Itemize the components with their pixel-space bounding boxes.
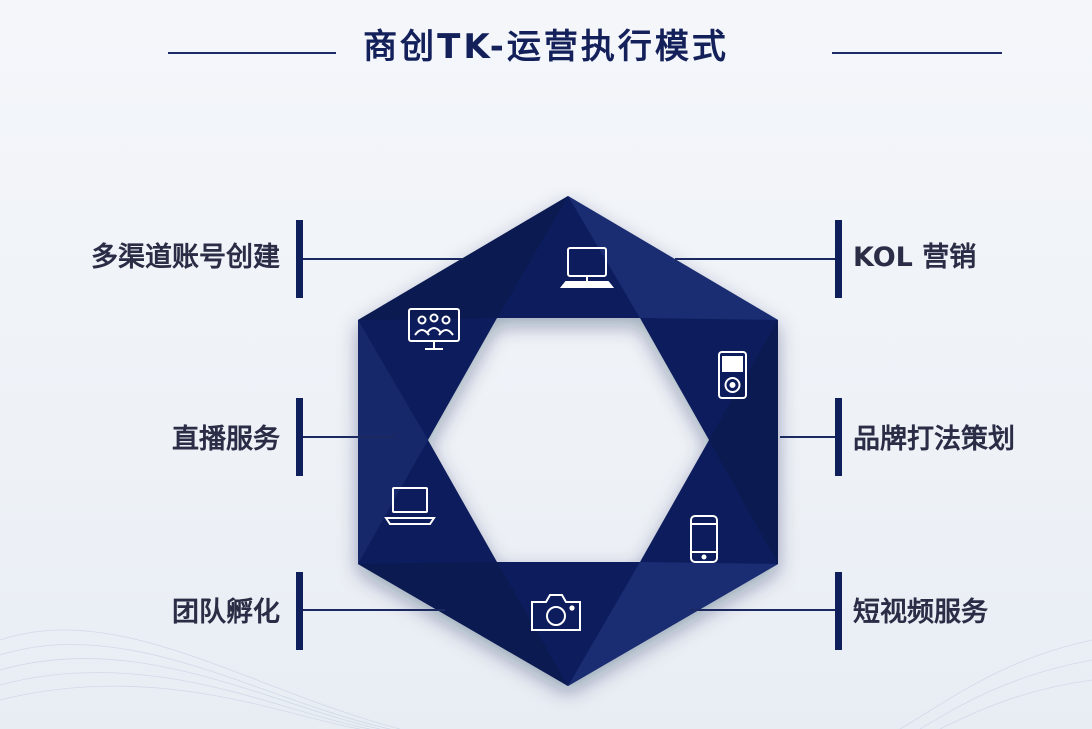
connector-left-1 (303, 258, 463, 260)
bar-left-3 (296, 572, 303, 650)
hexagon-facets (358, 196, 778, 686)
title-line-left (168, 52, 336, 54)
label-brand-strategy: 品牌打法策划 (853, 424, 1015, 455)
connector-left-2 (303, 436, 395, 438)
bar-left-1 (296, 220, 303, 298)
connector-left-3 (303, 609, 445, 611)
monitor-icon (559, 247, 615, 288)
connector-right-3 (690, 609, 835, 611)
laptop-icon (384, 487, 436, 525)
bar-right-2 (835, 398, 842, 476)
label-live-streaming: 直播服务 (172, 424, 280, 455)
bar-right-3 (835, 572, 842, 650)
ipod-icon (718, 351, 747, 399)
page-title: 商创TK-运营执行模式 (363, 27, 729, 67)
title-row: 商创TK-运营执行模式 (0, 22, 1092, 72)
bar-left-2 (296, 398, 303, 476)
connector-right-1 (675, 258, 835, 260)
video-conference-icon (408, 308, 460, 350)
label-multichannel-accounts: 多渠道账号创建 (91, 242, 280, 273)
title-line-right (832, 52, 1002, 54)
label-team-incubation: 团队孵化 (172, 597, 280, 628)
label-short-video: 短视频服务 (853, 597, 988, 628)
camera-icon (531, 594, 581, 631)
connector-right-2 (780, 436, 835, 438)
label-kol-marketing: KOL 营销 (853, 242, 977, 273)
bar-right-1 (835, 220, 842, 298)
smartphone-icon (690, 515, 718, 563)
